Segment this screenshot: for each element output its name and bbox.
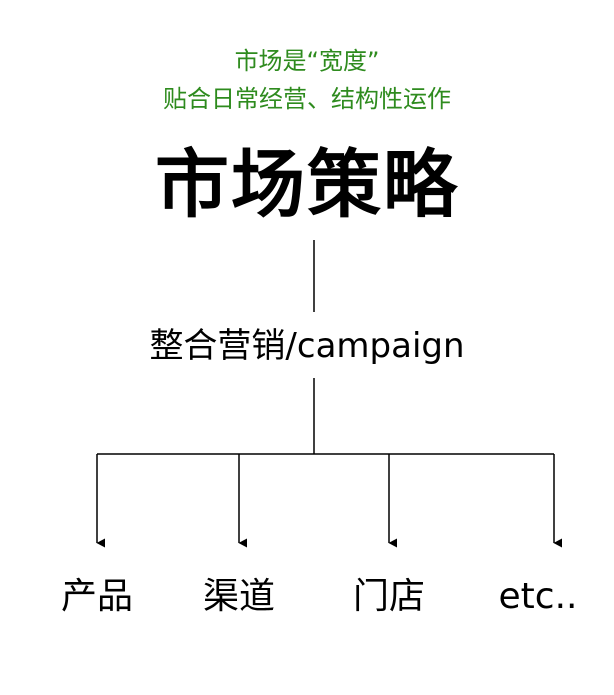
- leaf-store: 门店: [352, 576, 425, 617]
- diagram-title: 市场策略: [155, 142, 459, 228]
- leaf-channel: 渠道: [202, 576, 275, 617]
- leaf-product: 产品: [60, 576, 133, 617]
- leaf-etc: etc..: [498, 576, 578, 617]
- subtitle-line-1: 市场是“宽度”: [234, 47, 380, 75]
- subtitle-line-2: 贴合日常经营、结构性运作: [163, 85, 451, 113]
- middle-node: 整合营销/campaign: [149, 326, 465, 366]
